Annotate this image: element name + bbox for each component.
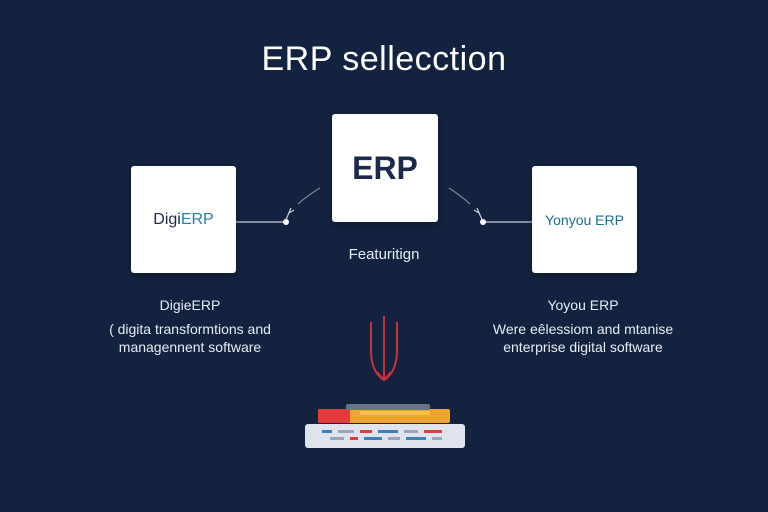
card-digierp: DigiERP — [131, 166, 236, 273]
card-digierp-label-main: Digi — [153, 210, 181, 228]
left-column-title: DigieERP — [159, 297, 221, 313]
card-erp-label: ERP — [352, 149, 418, 186]
card-digierp-label: DigiERP — [153, 211, 213, 229]
connector-right-arc — [448, 187, 471, 205]
left-column-desc-line: ( digita transformtions and — [109, 321, 271, 337]
right-column: Yoyou ERP Were eêlessiom and mtanise ent… — [478, 296, 688, 356]
card-digierp-label-accent: ERP — [180, 210, 214, 228]
connector-right-dot — [480, 219, 486, 225]
right-column-desc: Were eêlessiom and mtanise enterprise di… — [478, 320, 688, 356]
connector-left-dot — [283, 219, 289, 225]
arrow-down-icon — [370, 316, 398, 382]
diagram-title: ERP sellecction — [261, 40, 507, 78]
card-erp: ERP — [332, 114, 438, 222]
right-column-desc-line: Were eêlessiom and mtanise — [492, 321, 674, 337]
right-column-desc-line: enterprise digital software — [503, 339, 663, 355]
left-column: DigieERP ( digita transformtions and man… — [90, 296, 290, 356]
left-column-desc-line: managennent software — [118, 339, 262, 355]
right-column-title: Yoyou ERP — [547, 297, 619, 313]
left-column-desc: ( digita transformtions and managennent … — [90, 320, 290, 356]
card-yonyou-label: Yonyou ERP — [545, 211, 624, 228]
card-yonyou-erp: Yonyou ERP — [532, 166, 637, 273]
connector-left-arc — [297, 187, 321, 205]
layer-stack-icon — [305, 404, 465, 448]
feature-label: Featuritign — [348, 246, 420, 263]
